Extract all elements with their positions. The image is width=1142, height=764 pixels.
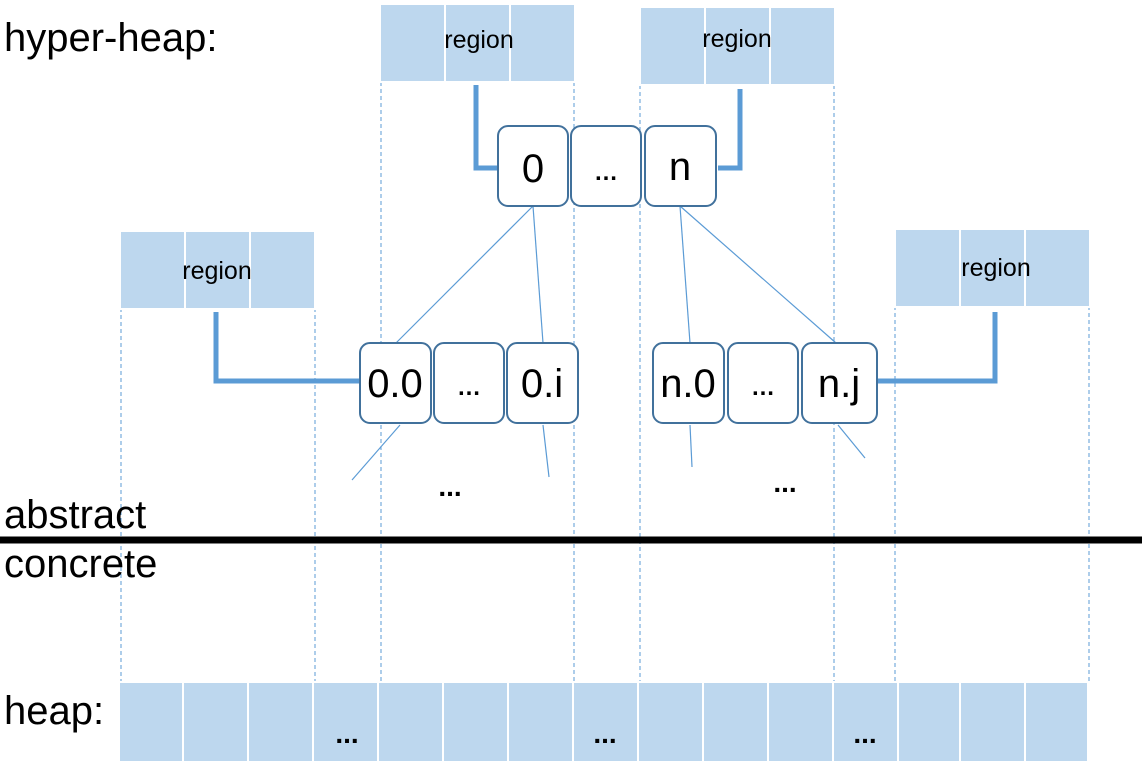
node-box	[652, 342, 725, 424]
node-box	[506, 342, 579, 424]
node-box	[359, 342, 432, 424]
hyper-heap-label: hyper-heap:	[4, 16, 217, 60]
heap-dots: ...	[593, 718, 616, 749]
region-label: region	[961, 254, 1031, 282]
left-node-group: 0.0 … 0.i	[359, 342, 579, 424]
node-box	[727, 342, 799, 424]
region-top-right: region	[639, 6, 836, 86]
node-label: 0.i	[521, 362, 563, 406]
node-label: n.0	[660, 362, 716, 406]
node-label: 0.0	[367, 362, 423, 406]
node-label: …	[751, 374, 775, 401]
region-label: region	[444, 26, 514, 54]
tree-edges	[351, 205, 866, 481]
right-node-group: n.0 … n.j	[652, 342, 878, 424]
continuation-dots-left: ...	[438, 471, 461, 502]
node-label: n.j	[818, 362, 860, 406]
node-label: …	[457, 374, 481, 401]
node-label: 0	[522, 147, 544, 191]
top-node-group: 0 … n	[497, 125, 717, 207]
node-label: n	[669, 145, 691, 189]
heap-strip: ... ... ...	[118, 681, 1089, 763]
node-box	[433, 342, 505, 424]
region-mid-right: region	[894, 228, 1091, 308]
node-box	[570, 125, 642, 207]
concrete-label: concrete	[4, 542, 157, 586]
region-connectors	[213, 85, 998, 384]
region-label: region	[182, 257, 252, 285]
heap-dots: ...	[335, 718, 358, 749]
node-box	[801, 342, 878, 424]
node-label: …	[594, 159, 618, 186]
heap-dots: ...	[853, 718, 876, 749]
node-box	[497, 125, 569, 207]
region-mid-left: region	[119, 230, 316, 310]
region-top-left: region	[379, 3, 576, 83]
heap-label: heap:	[4, 689, 104, 733]
region-label: region	[702, 25, 772, 53]
continuation-dots-right: ...	[773, 467, 796, 498]
node-box	[644, 125, 717, 207]
abstract-label: abstract	[4, 493, 146, 537]
